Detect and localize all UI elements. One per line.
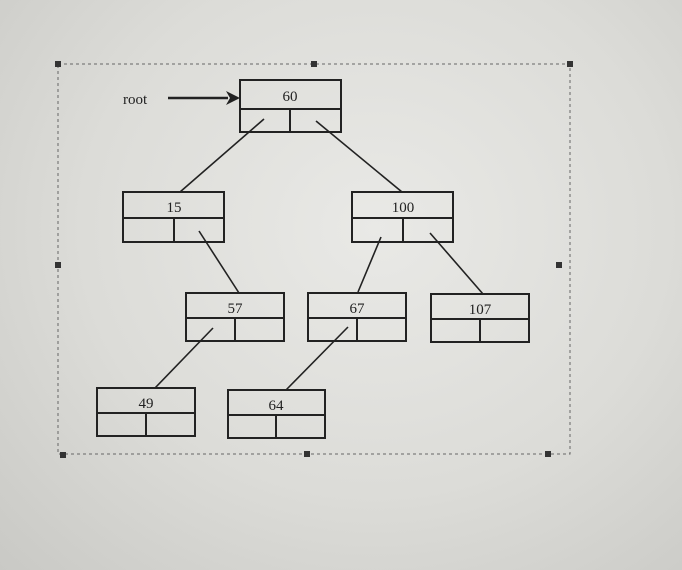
tree-node-64[interactable]: 64: [227, 389, 326, 439]
tree-edges: [154, 118, 484, 391]
node-value: 107: [469, 302, 492, 318]
node-value: 100: [392, 200, 415, 216]
node-value: 49: [139, 396, 154, 412]
selection-border: [57, 63, 571, 455]
node-value: 67: [350, 301, 366, 317]
handle-bottom-right[interactable]: [545, 451, 551, 457]
edge-100-67: [357, 236, 382, 293]
root-label: root: [123, 92, 148, 108]
handle-top-middle[interactable]: [311, 61, 317, 67]
tree-node-57[interactable]: 57: [185, 292, 285, 342]
node-value: 64: [269, 398, 285, 414]
tree-node-67[interactable]: 67: [307, 292, 407, 342]
edge-67-64: [285, 326, 349, 391]
handle-bottom-left[interactable]: [60, 452, 66, 458]
tree-node-107[interactable]: 107: [430, 293, 530, 343]
edge-60-15: [179, 118, 265, 193]
handle-top-right[interactable]: [567, 61, 573, 67]
edge-100-107: [429, 232, 484, 295]
handle-middle-right[interactable]: [556, 262, 562, 268]
node-value: 57: [228, 301, 244, 317]
tree-node-49[interactable]: 49: [96, 387, 196, 437]
handle-top-left[interactable]: [55, 61, 61, 67]
node-value: 15: [167, 200, 182, 216]
node-value: 60: [283, 89, 298, 105]
tree-node-60[interactable]: 60: [239, 79, 342, 133]
handle-bottom-middle[interactable]: [304, 451, 310, 457]
root-arrow-head: [226, 91, 240, 105]
tree-node-100[interactable]: 100: [351, 191, 454, 243]
tree-node-15[interactable]: 15: [122, 191, 225, 243]
handle-middle-left[interactable]: [55, 262, 61, 268]
edge-57-49: [154, 327, 214, 389]
edge-15-57: [198, 230, 240, 294]
selection-frame[interactable]: [55, 61, 573, 458]
